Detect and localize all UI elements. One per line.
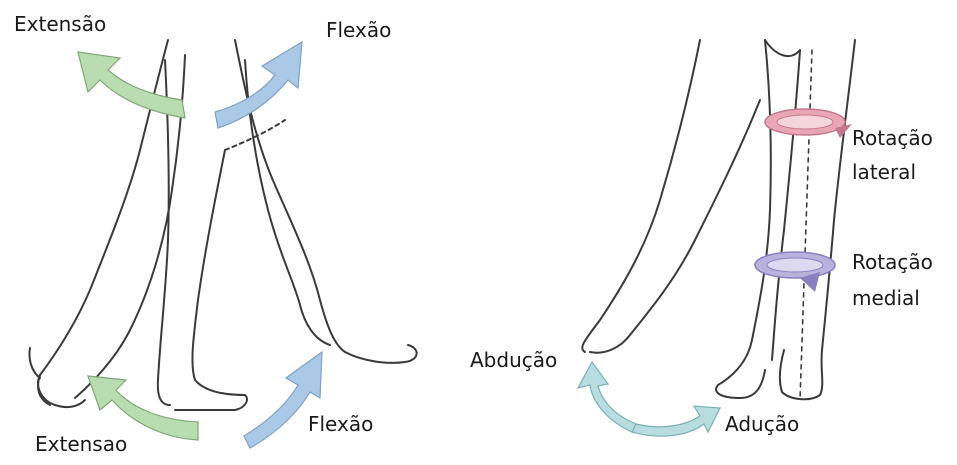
center-leg-outer bbox=[716, 40, 771, 398]
right-legs-frontal bbox=[582, 40, 855, 400]
extension-arrow-top bbox=[78, 52, 185, 118]
flexion-arrow-top bbox=[215, 42, 302, 128]
label-flexion-bottom: Flexão bbox=[308, 412, 373, 436]
label-medial-rotation-line1: Rotação bbox=[852, 250, 933, 274]
label-medial-rotation-line2: medial bbox=[852, 286, 920, 310]
pelvis-outline bbox=[765, 40, 800, 56]
lateral-rotation-ring bbox=[765, 109, 852, 138]
label-extension-bottom: Extensao bbox=[35, 432, 127, 456]
right-leg-outer bbox=[780, 40, 855, 399]
label-flexion-top: Flexão bbox=[326, 18, 391, 42]
label-adduction: Adução bbox=[725, 412, 799, 436]
mechanical-axis bbox=[800, 50, 812, 400]
extension-arrow-bottom bbox=[88, 376, 198, 440]
label-lateral-rotation-line2: lateral bbox=[852, 160, 916, 184]
back-foot bbox=[29, 348, 85, 407]
standing-leg-rear bbox=[175, 150, 247, 410]
label-lateral-rotation-line1: Rotação bbox=[852, 126, 933, 150]
abducted-leg-outer bbox=[582, 40, 700, 352]
left-legs-sagittal bbox=[29, 40, 416, 410]
center-leg-inner bbox=[772, 50, 800, 360]
label-extension-top: Extensão bbox=[14, 12, 106, 36]
medial-rotation-ring bbox=[755, 252, 835, 292]
abducted-leg-inner bbox=[590, 100, 760, 353]
abduction-adduction-arrow bbox=[578, 362, 720, 436]
label-abduction: Abdução bbox=[470, 348, 557, 372]
